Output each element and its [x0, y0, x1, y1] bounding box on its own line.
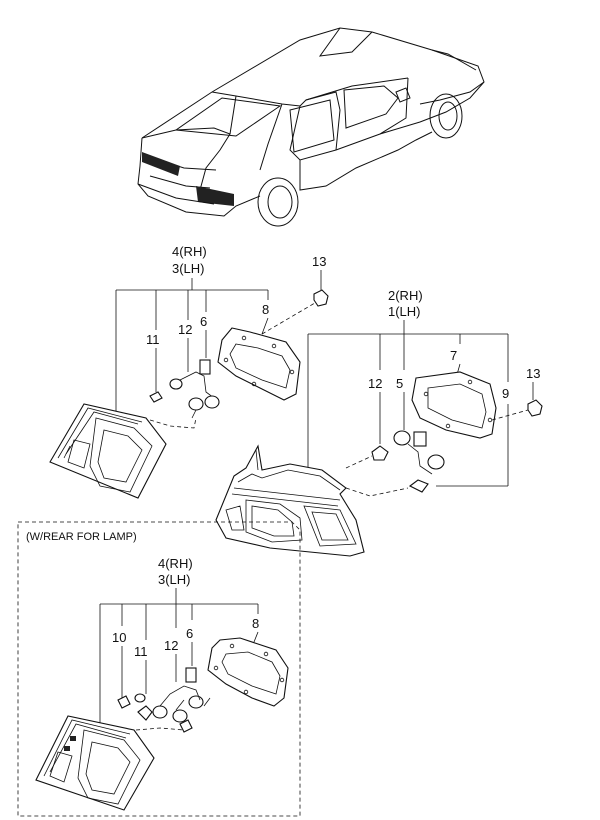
- inset-rear-fog-lamp-variant: (W/REAR FOR LAMP) 4(RH) 3(LH) 10 11 12 6…: [17, 521, 301, 817]
- bulb-11-upper: [149, 391, 163, 403]
- nut-13-upper-group: 13: [312, 254, 329, 307]
- nut-13-upper: [313, 289, 329, 307]
- bulb-11-inset: [137, 705, 153, 721]
- rear-combination-lamp-inset: [35, 715, 155, 811]
- connector-right: [413, 431, 427, 447]
- callout-rh-inset: 4(RH): [158, 556, 193, 571]
- nut-13-right: [527, 399, 543, 417]
- callout-13-right: 13: [526, 366, 540, 381]
- callout-6-upper: 6: [200, 314, 207, 329]
- bulb-10-inset: [117, 695, 131, 709]
- callout-10-inset: 10: [112, 630, 126, 645]
- right-lamp-assembly: 2(RH) 1(LH) 7 12 5 9 13: [215, 288, 543, 557]
- connector-6-inset: [185, 667, 197, 683]
- socket-12-upper: [169, 378, 183, 390]
- callout-13-upper: 13: [312, 254, 326, 269]
- callout-12-upper: 12: [178, 322, 192, 337]
- callout-11-upper: 11: [146, 332, 160, 347]
- rear-combination-lamp-upper: [49, 403, 167, 499]
- callout-11-inset: 11: [134, 644, 148, 659]
- connector-6-upper: [199, 359, 211, 375]
- callout-9-right: 9: [502, 386, 509, 401]
- upper-left-lamp-assembly: 4(RH) 3(LH) 11 12 6 8: [49, 244, 321, 499]
- sedan-rear-view-illustration: [137, 27, 485, 227]
- callout-12-right: 12: [368, 376, 382, 391]
- socket-12-inset: [152, 705, 168, 719]
- callout-12-inset: 12: [164, 638, 178, 653]
- gasket-7-right: [411, 371, 497, 439]
- callout-lh-inset: 3(LH): [158, 572, 191, 587]
- bulb-12-right: [371, 445, 389, 461]
- callout-7-right: 7: [450, 348, 457, 363]
- inset-title: (W/REAR FOR LAMP): [26, 531, 137, 543]
- callout-lh-upper: 3(LH): [172, 261, 205, 276]
- gasket-8-inset: [207, 637, 289, 707]
- callout-5-right: 5: [396, 376, 403, 391]
- callout-8-inset: 8: [252, 616, 259, 631]
- rear-combination-lamp-right: [215, 444, 365, 557]
- callout-lh-right: 1(LH): [388, 304, 421, 319]
- callout-8-upper: 8: [262, 302, 269, 317]
- gasket-8-upper: [217, 327, 301, 401]
- callout-rh-upper: 4(RH): [172, 244, 207, 259]
- callout-rh-right: 2(RH): [388, 288, 423, 303]
- inset-dashed-border: [17, 521, 301, 817]
- socket-5-right: [393, 430, 411, 446]
- callout-6-inset: 6: [186, 626, 193, 641]
